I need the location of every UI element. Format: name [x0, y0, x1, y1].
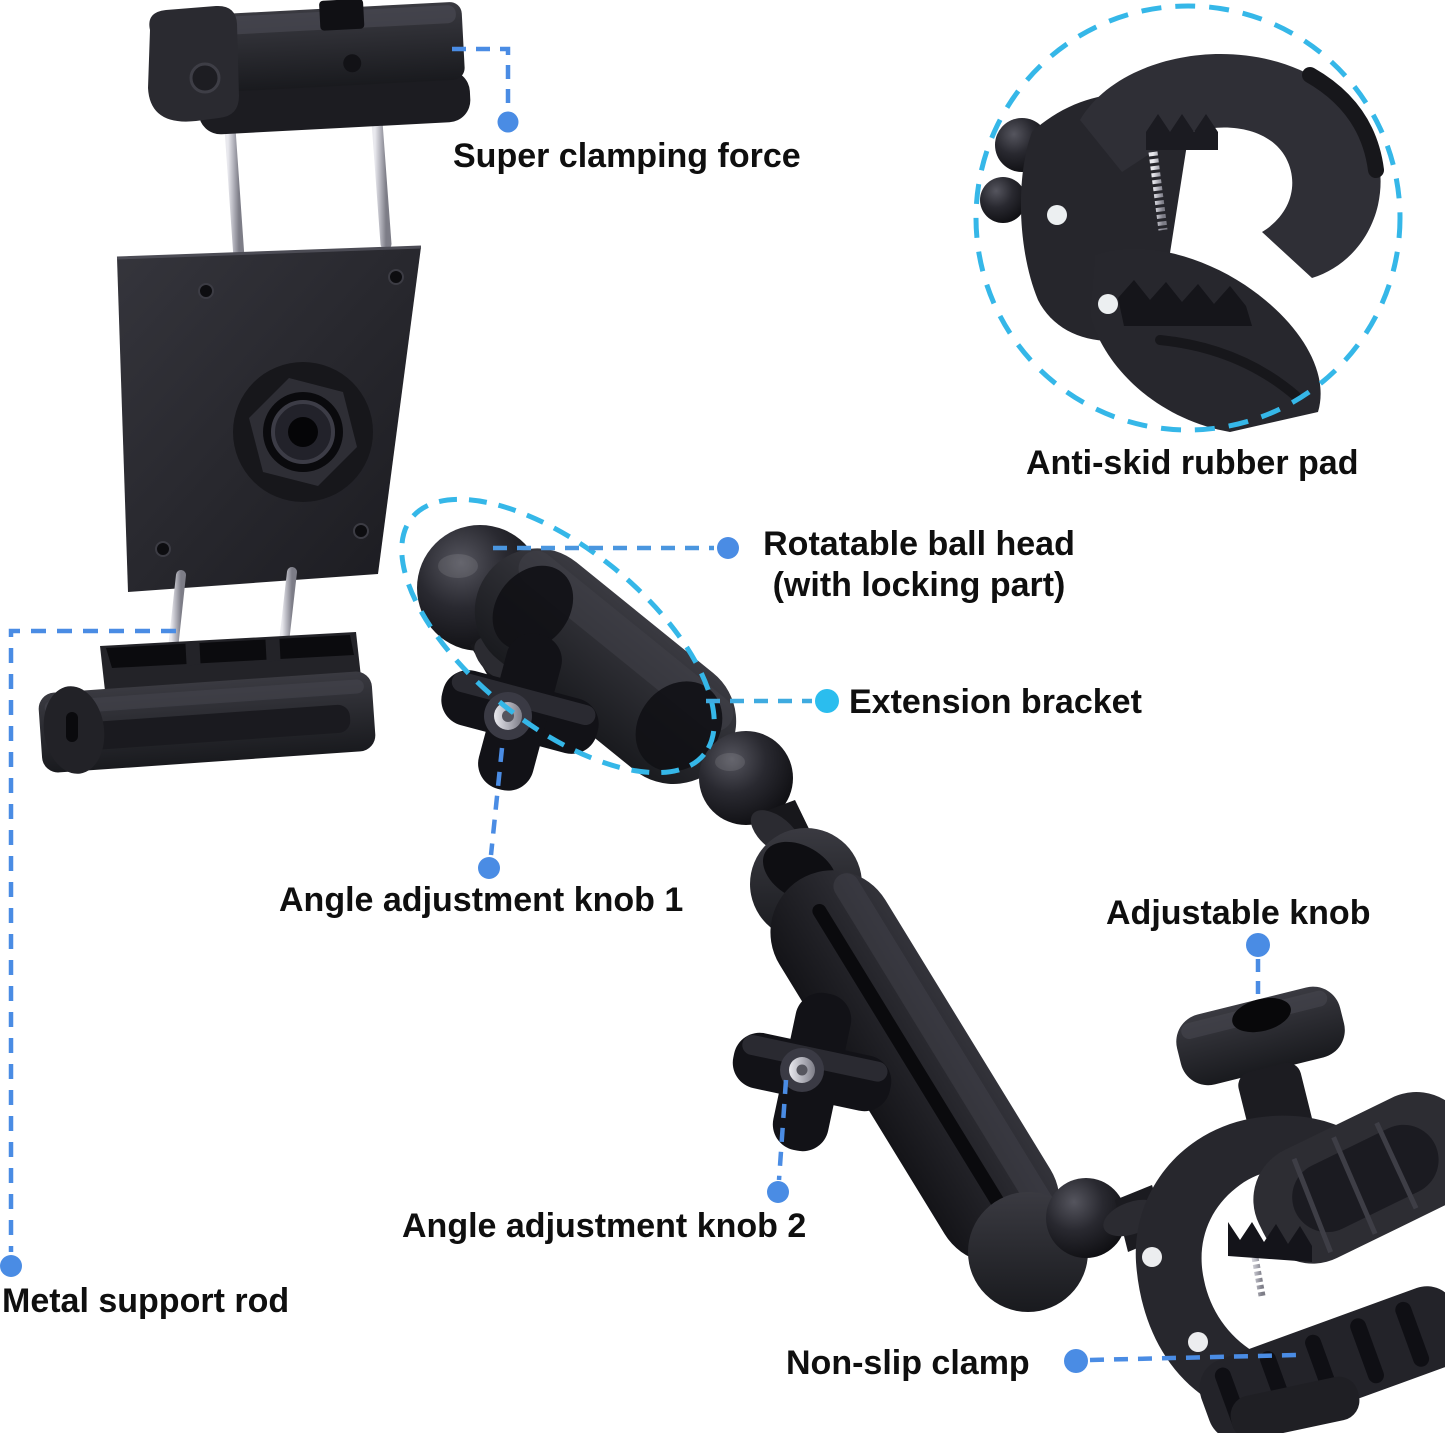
label-angle-adjustment-knob-2: Angle adjustment knob 2: [402, 1207, 807, 1245]
callout-dot-adjustable-knob: [1246, 933, 1270, 957]
tablet-holder-illustration: [38, 0, 471, 774]
callout-dot-rotatable-ball-head: [717, 537, 739, 559]
extension-bracket-body: [474, 548, 737, 784]
callout-dot-metal-support-rod: [0, 1255, 22, 1277]
anti-skid-clamp-inset: [973, 3, 1403, 433]
bottom-tray: [38, 632, 376, 774]
angle-adjustment-knob-2: [732, 992, 892, 1152]
callout-dot-non-slip-clamp: [1064, 1349, 1088, 1373]
label-super-clamping-force: Super clamping force: [453, 137, 801, 175]
angle-adjustment-knob-1: [441, 633, 599, 791]
leader-angle-adjustment-knob-2: [776, 1079, 789, 1181]
label-anti-skid-rubber-pad: Anti-skid rubber pad: [1026, 444, 1359, 482]
callout-dot-angle-adjustment-knob-1: [478, 857, 500, 879]
plate-mounting-knob: [233, 362, 373, 502]
handlebar-clamp-assembly: [1046, 986, 1445, 1433]
arm-body: [770, 870, 1060, 1264]
label-rotatable-ball-head: Rotatable ball head (with locking part): [718, 524, 1120, 606]
clamp-ball-head: [1046, 1178, 1126, 1258]
label-adjustable-knob: Adjustable knob: [1106, 894, 1371, 932]
label-metal-support-rod: Metal support rod: [2, 1282, 290, 1320]
extension-bracket-highlight-ellipse: [399, 496, 717, 776]
extension-bracket-assembly: [399, 496, 793, 825]
label-rotatable-ball-head-line2: (with locking part): [772, 566, 1066, 604]
label-angle-adjustment-knob-1: Angle adjustment knob 1: [279, 881, 684, 919]
inset-clamp-illustration: [980, 54, 1384, 432]
label-extension-bracket: Extension bracket: [849, 683, 1142, 721]
leader-super-clamping-force: [452, 46, 511, 109]
callout-dot-super-clamping-force: [497, 111, 519, 133]
leader-metal-support-rod: [8, 628, 176, 1252]
clamp-upper-teeth: [1228, 1222, 1312, 1262]
callout-dot-angle-adjustment-knob-2: [767, 1181, 789, 1203]
callout-leaders: [0, 46, 1299, 1373]
clamp-top-pad: [1253, 1092, 1445, 1264]
leader-non-slip-clamp: [1089, 1352, 1299, 1363]
clamp-main-body: [1135, 1115, 1358, 1404]
callout-dot-extension-bracket: [815, 689, 839, 713]
rotatable-ball-head-2: [699, 731, 793, 825]
label-rotatable-ball-head-line1: Rotatable ball head: [763, 525, 1075, 563]
top-clamp: [148, 0, 471, 135]
leader-angle-adjustment-knob-1: [488, 747, 505, 856]
inset-dashed-circle: [973, 3, 1403, 433]
adjustable-knob-part: [1176, 986, 1345, 1145]
label-non-slip-clamp: Non-slip clamp: [786, 1344, 1030, 1382]
